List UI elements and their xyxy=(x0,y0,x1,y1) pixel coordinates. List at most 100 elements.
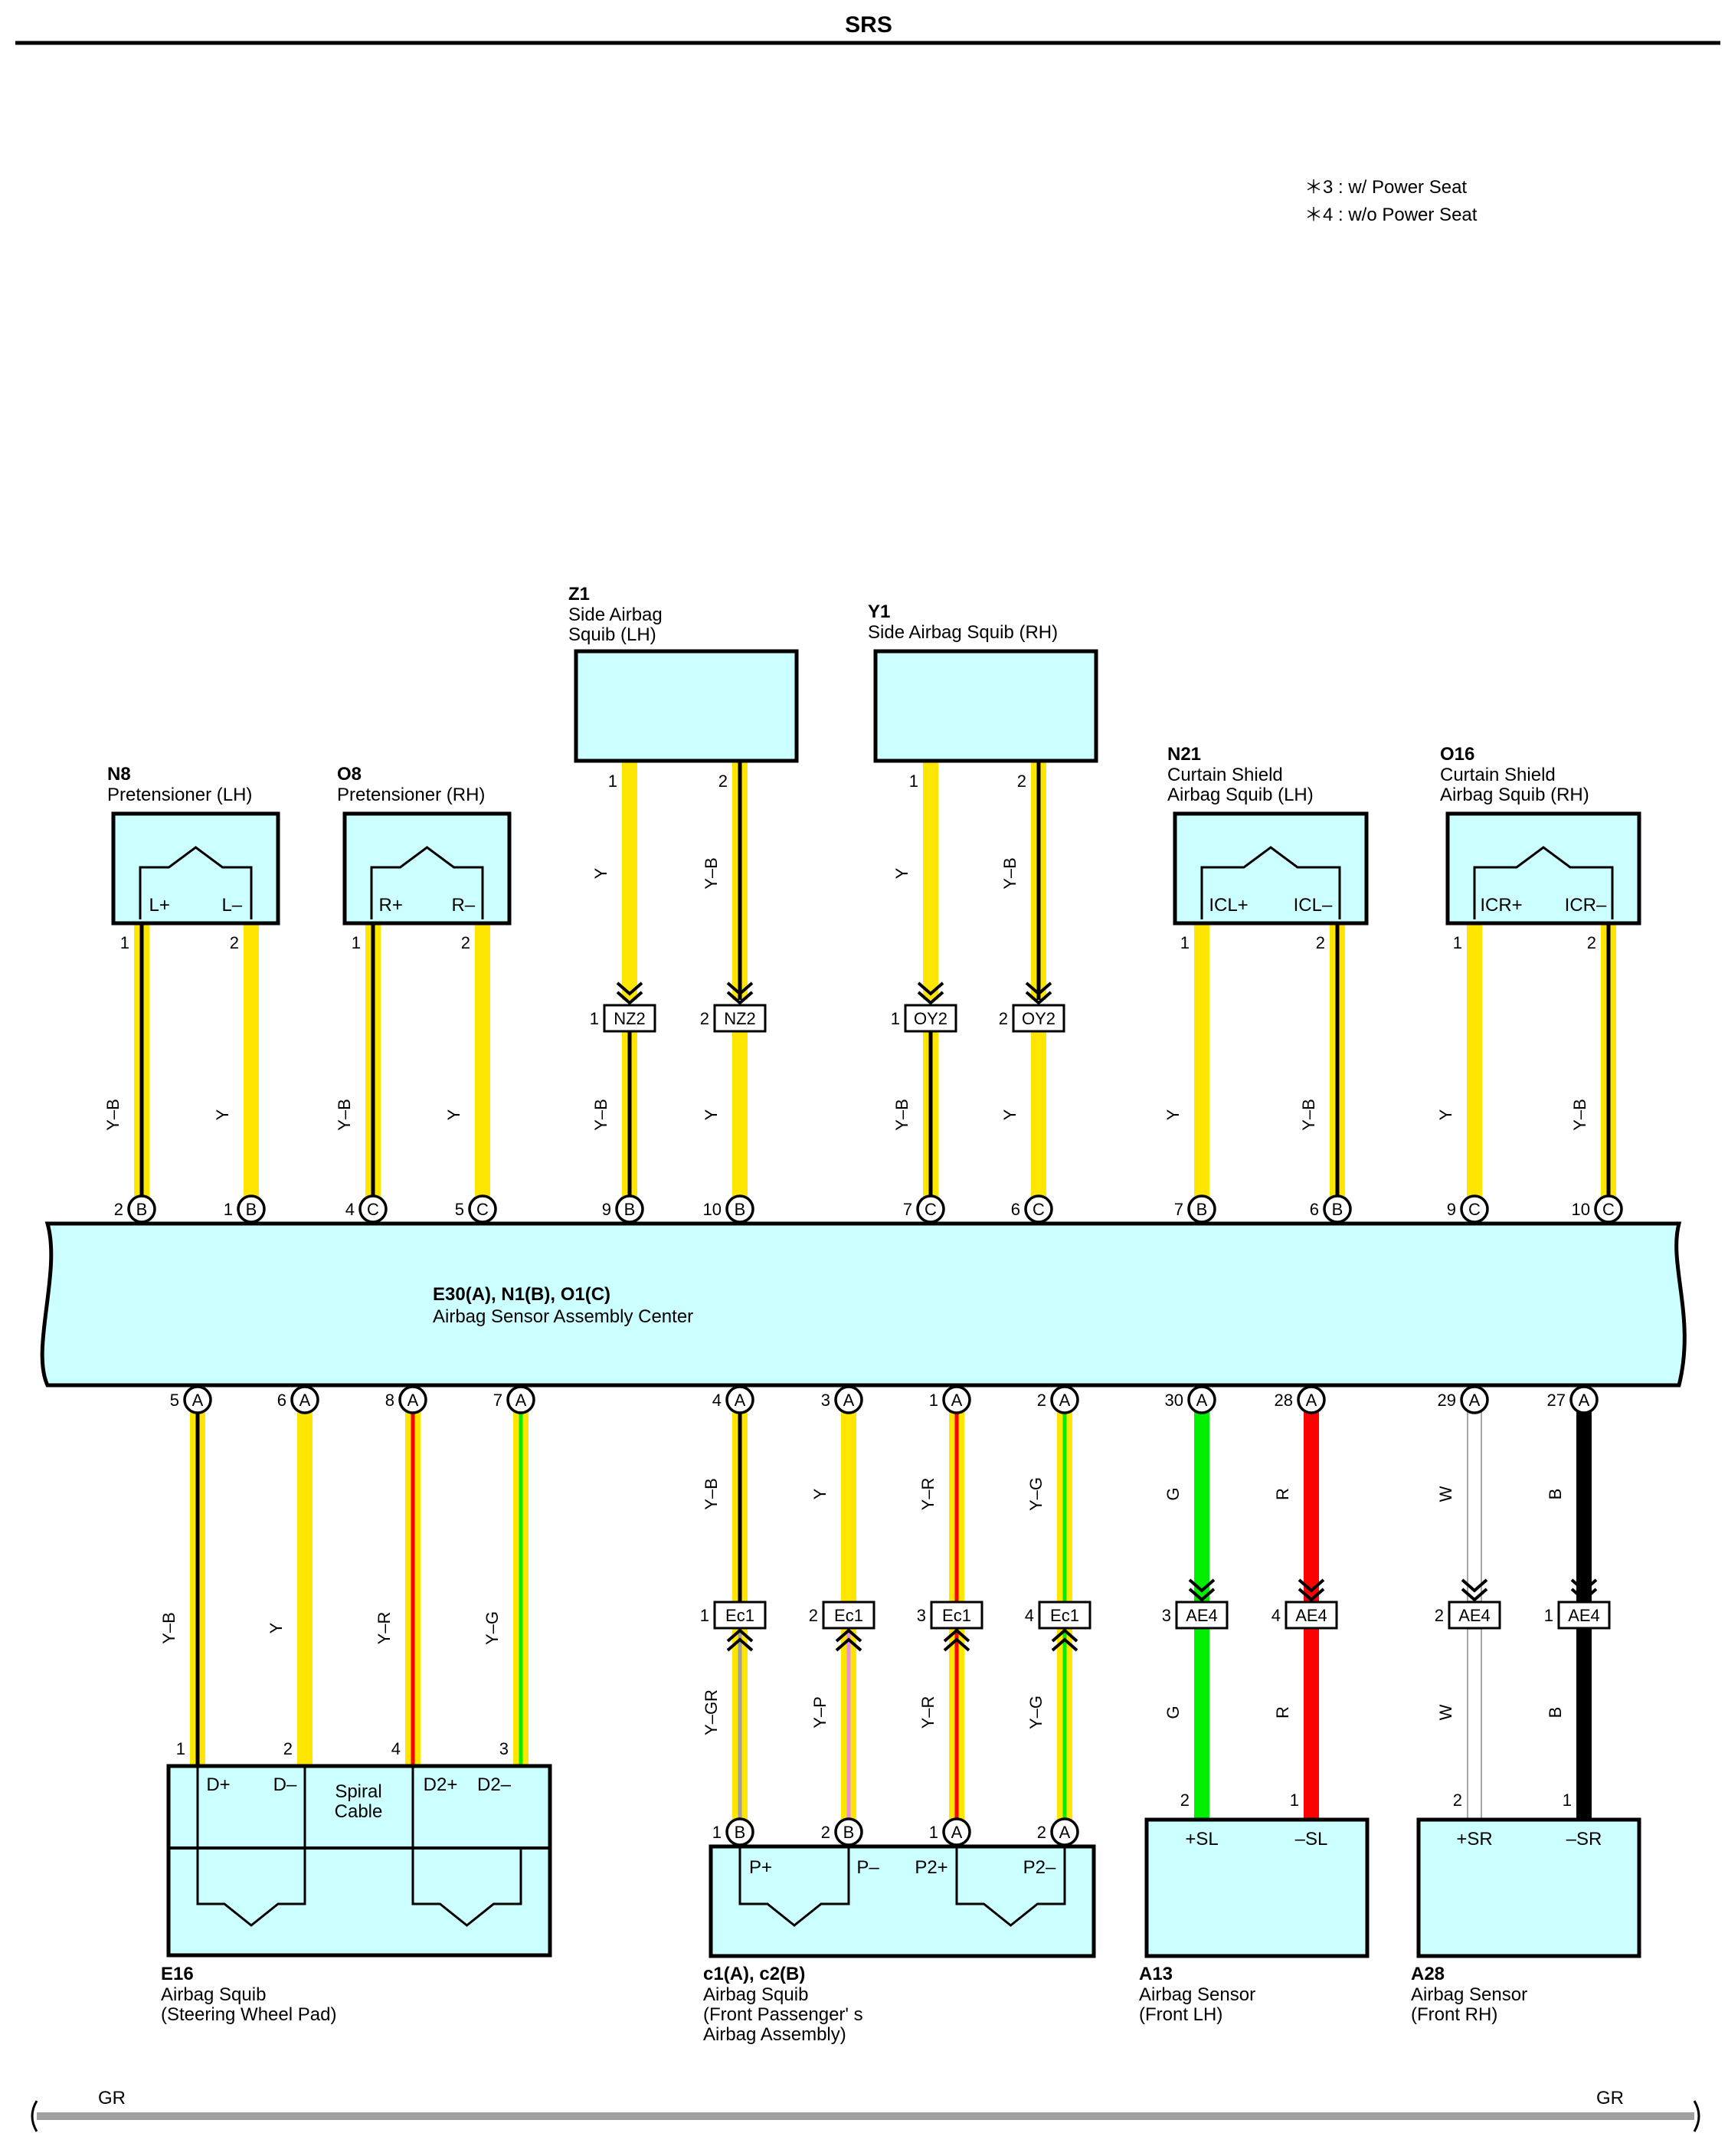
wire-body xyxy=(244,923,259,1199)
terminal-label: +SR xyxy=(1456,1829,1492,1850)
bottom-wire-dminus: Y2A6D– xyxy=(267,1358,319,1766)
wire-color-lower: Y–GR xyxy=(702,1689,721,1735)
wire xyxy=(134,923,149,1199)
top-wire-pdplus: Y–B1B2PD+ xyxy=(103,923,160,1249)
pin-number: 1 xyxy=(929,1823,938,1842)
top-wire-icdminus: Y–B2B6ICD– xyxy=(1299,923,1359,1249)
wire-lower xyxy=(1576,1629,1592,1820)
wire-stripe xyxy=(738,1629,742,1822)
pin-number: 27 xyxy=(1547,1391,1566,1410)
connector-letter: A xyxy=(515,1391,527,1410)
inline-pin-number: 1 xyxy=(700,1606,709,1625)
ecu-connector: C9 xyxy=(1447,1194,1489,1224)
wire-upper xyxy=(622,762,637,1000)
wire-lower xyxy=(732,1629,748,1822)
component-name: Airbag Sensor xyxy=(1139,1984,1255,2005)
component-pin: 4 xyxy=(391,1739,401,1758)
ecu-connector: B9 xyxy=(602,1194,644,1224)
component-body xyxy=(111,811,280,926)
wire-color-upper: Y–R xyxy=(918,1478,938,1511)
pin-number: 5 xyxy=(455,1200,464,1219)
component-pin: 2 xyxy=(283,1739,293,1758)
pin-number: 2 xyxy=(1037,1823,1046,1842)
wire xyxy=(475,923,490,1199)
component-name: Pretensioner (RH) xyxy=(337,785,485,805)
component-layer: L+L–R+R–ICL+ICL–ICR+ICR–D+D–D2+D2–Spiral… xyxy=(111,649,1641,1958)
ecu-connector: C6 xyxy=(1011,1194,1053,1224)
inline-pin-number: 2 xyxy=(999,1009,1008,1028)
wire-upper xyxy=(732,1410,748,1601)
inline-chevron xyxy=(1051,1628,1078,1643)
connector-letter: A xyxy=(951,1391,963,1410)
component-n21: ICL+ICL– xyxy=(1173,811,1369,926)
connector-letter: A xyxy=(407,1391,419,1410)
component-pin: 1 xyxy=(909,772,918,791)
terminal-label: P+ xyxy=(749,1857,772,1878)
connector-letter: B xyxy=(843,1823,855,1842)
wire xyxy=(513,1410,529,1766)
terminal-label: L+ xyxy=(149,895,170,916)
wire-color-upper: Y–B xyxy=(1000,857,1019,890)
inline-connector-name: NZ2 xyxy=(614,1009,646,1028)
connector-letter: C xyxy=(1602,1200,1615,1219)
component-name: Airbag Squib xyxy=(703,1984,808,2005)
wire-stripe xyxy=(139,923,144,1199)
inline-connector-name: NZ2 xyxy=(724,1009,756,1028)
squib-symbol xyxy=(139,846,253,919)
ecu-connector: C10 xyxy=(1572,1194,1623,1224)
wire-color-lower: G xyxy=(1163,1705,1183,1719)
ecu-connector: A27 xyxy=(1547,1385,1599,1414)
inline-chevron xyxy=(726,981,754,996)
ecu-connector: A28 xyxy=(1275,1385,1326,1414)
wire-lower xyxy=(1194,1629,1209,1820)
connector-letter: B xyxy=(735,1823,746,1842)
wire-upper xyxy=(1467,1409,1482,1602)
inline-chevron xyxy=(1298,1588,1325,1602)
top-wire-icpplus: Y1C9ICP+ xyxy=(1436,923,1495,1249)
wire-stripe xyxy=(1036,762,1041,1000)
wire-color-lower: Y–P xyxy=(810,1696,830,1728)
ecu-connector: A4 xyxy=(712,1385,754,1414)
terminal-label: P– xyxy=(856,1857,879,1878)
wire-upper xyxy=(1031,762,1046,1000)
wire-color-upper: W xyxy=(1436,1486,1455,1502)
ecu-connector: A30 xyxy=(1165,1385,1216,1414)
inline-connector-box xyxy=(904,1004,957,1033)
wire-body xyxy=(622,762,637,1000)
component-code: Z1 xyxy=(568,584,590,605)
wire-upper xyxy=(1057,1410,1072,1601)
pin-number: 9 xyxy=(1447,1200,1456,1219)
connector-letter: B xyxy=(735,1200,746,1219)
terminal-label: L– xyxy=(221,895,242,916)
wire-body xyxy=(923,762,938,1000)
wire-stripe xyxy=(411,1410,415,1766)
connector-letter: A xyxy=(735,1391,746,1410)
component-pin: 2 xyxy=(1453,1791,1462,1810)
component-code: Y1 xyxy=(868,601,890,622)
component-name: Pretensioner (LH) xyxy=(107,785,252,805)
component-body xyxy=(709,1844,1096,1958)
wire-color-upper: G xyxy=(1163,1487,1183,1500)
wire-color-upper: Y xyxy=(892,867,911,879)
terminal-label: D2+ xyxy=(424,1774,458,1795)
connector-letter: A xyxy=(1059,1823,1071,1842)
wire-stripe xyxy=(954,1410,959,1601)
wire-body xyxy=(1467,923,1482,1199)
wire-stripe xyxy=(1062,1410,1067,1601)
wire-upper xyxy=(732,762,748,1000)
inline-pin-number: 4 xyxy=(1271,1606,1281,1625)
squib-symbol xyxy=(955,1846,1066,1927)
terminal-label: ICL+ xyxy=(1209,895,1248,916)
